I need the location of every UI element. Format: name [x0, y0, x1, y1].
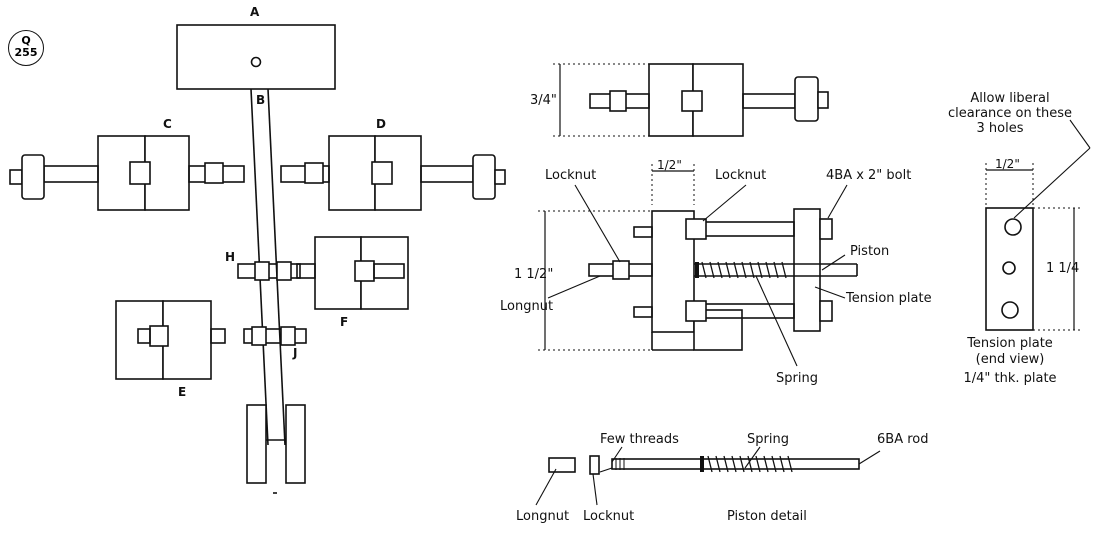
- dim-half-end: 1/2": [995, 157, 1020, 171]
- label-bolt: 4BA x 2" bolt: [826, 168, 912, 183]
- part-label-d: D: [376, 117, 386, 131]
- label-spring: Spring: [776, 371, 818, 386]
- label-spring-detail: Spring: [747, 432, 789, 447]
- label-piston-detail: Piston detail: [727, 509, 807, 524]
- rod-j: [243, 328, 307, 344]
- badge-letter: Q: [21, 34, 31, 47]
- clearance-note-line2: clearance on these: [948, 106, 1072, 121]
- part-label-f: F: [340, 315, 349, 329]
- foot-left: [246, 404, 267, 484]
- dim-one-half: 1 1/2": [514, 267, 554, 282]
- end-view-caption-3: 1/4" thk. plate: [963, 371, 1057, 386]
- part-a-hole: [250, 56, 262, 68]
- part-label-c: C: [163, 117, 172, 131]
- label-few-threads: Few threads: [600, 432, 679, 447]
- middle-assembly: [538, 164, 858, 367]
- end-view-caption-2: (end view): [975, 352, 1045, 367]
- block-c: [9, 135, 245, 211]
- block-f: [296, 236, 409, 310]
- badge-number: 255: [14, 46, 38, 59]
- block-d: [280, 135, 506, 211]
- block-e: [115, 300, 226, 380]
- label-tension-plate: Tension plate: [846, 291, 932, 306]
- dim-three-quarter: 3/4": [530, 93, 557, 108]
- label-piston: Piston: [850, 244, 890, 259]
- part-label-j: J: [293, 346, 298, 360]
- piston-detail: [535, 446, 881, 506]
- dim-half-top: 1/2": [657, 158, 682, 172]
- label-locknut-detail: Locknut: [583, 509, 635, 524]
- label-locknut-left: Locknut: [545, 168, 597, 183]
- tension-plate-end-view: [985, 119, 1091, 331]
- clearance-note-line1: Allow liberal: [970, 91, 1050, 106]
- clearance-note-line3: 3 holes: [976, 121, 1024, 136]
- label-rod: 6BA rod: [877, 432, 929, 447]
- part-label-b: B: [256, 93, 266, 107]
- end-view-caption-1: Tension plate: [967, 336, 1053, 351]
- label-locknut-right: Locknut: [715, 168, 767, 183]
- label-longnut-detail: Longnut: [516, 509, 570, 524]
- part-label-a: A: [250, 5, 260, 19]
- part-label-h: H: [225, 250, 236, 264]
- foot-right: [285, 404, 306, 484]
- top-side-view: [553, 63, 829, 137]
- question-badge: Q 255: [8, 30, 44, 66]
- part-label-e: E: [178, 385, 187, 399]
- label-longnut: Longnut: [500, 299, 554, 314]
- dim-one-quarter: 1 1/4: [1046, 261, 1080, 276]
